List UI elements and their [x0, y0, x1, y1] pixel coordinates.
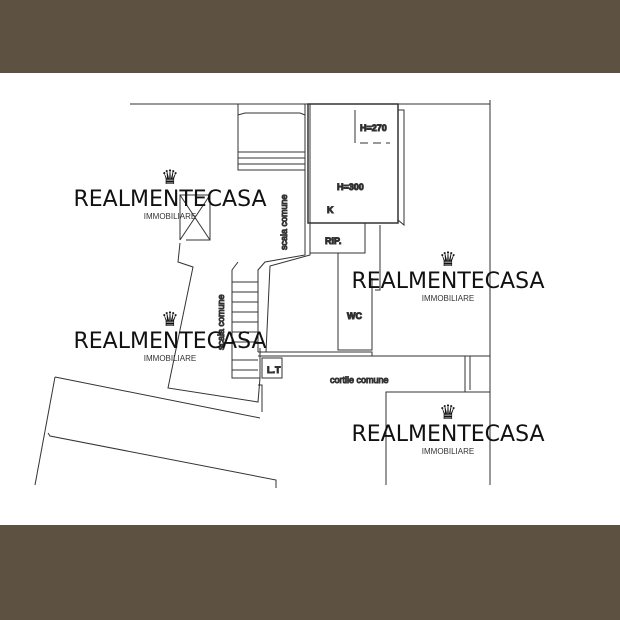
watermark: ♛ REALMENTECASA IMMOBILIARE [55, 310, 285, 363]
label-h270: H=270 [360, 123, 387, 133]
label-wc: WC [347, 311, 362, 321]
crown-icon: ♛ [161, 167, 179, 189]
label-k: K [327, 205, 334, 215]
crown-icon: ♛ [439, 249, 457, 271]
label-cortile-comune: cortile comune [330, 375, 389, 385]
watermark: ♛ REALMENTECASA IMMOBILIARE [333, 250, 563, 303]
watermark: ♛ REALMENTECASA IMMOBILIARE [55, 168, 285, 221]
top-band [0, 0, 620, 73]
label-lt: L.T [267, 365, 281, 375]
label-scala-comune-2: scala comune [216, 294, 226, 350]
bottom-band [0, 525, 620, 620]
label-h300: H=300 [337, 182, 364, 192]
crown-icon: ♛ [161, 309, 179, 331]
watermark: ♛ REALMENTECASA IMMOBILIARE [333, 403, 563, 456]
label-scala-comune-1: scala comune [279, 194, 289, 250]
crown-icon: ♛ [439, 402, 457, 424]
label-rip: RIP. [325, 236, 341, 246]
outer-lines [34, 100, 491, 488]
